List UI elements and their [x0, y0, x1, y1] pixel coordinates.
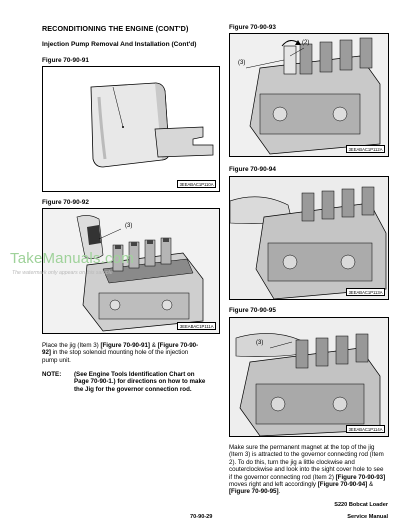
- right-paragraph: Make sure the permanent magnet at the to…: [229, 444, 386, 496]
- figure-93-label: Figure 70-90-93: [229, 24, 276, 31]
- figure-94-code: 3EEABAC1P113A: [346, 288, 385, 296]
- figure-95-image: (3) 3EEABAC1P114A: [229, 317, 389, 437]
- footer-model: S220 Bobcat Loader: [334, 502, 388, 508]
- figure-94-label: Figure 70-90-94: [229, 166, 276, 173]
- figure-95-code: 3EEABAC1P114A: [346, 425, 385, 433]
- watermark-title: TakeManuals.com: [10, 250, 134, 267]
- watermark-subtitle: The watermark only appears on this sampl…: [12, 270, 113, 276]
- footer-manual: Service Manual: [347, 514, 388, 520]
- note-text: (See Engine Tools Identification Chart o…: [74, 371, 206, 393]
- section-title: RECONDITIONING THE ENGINE (CONT'D): [42, 24, 189, 33]
- figure-93-code: 3EEABAC1P112A: [346, 145, 385, 153]
- figure-92-code: 3EEABAC1P111A: [177, 322, 216, 330]
- subsection-title: Injection Pump Removal And Installation …: [42, 41, 197, 48]
- figure-92-image: (3) 3EEABAC1P111A: [42, 208, 220, 334]
- figure-93-callout-2: (2): [302, 40, 310, 46]
- figure-92-callout: (3): [125, 223, 133, 229]
- note-label: NOTE:: [42, 371, 62, 378]
- figure-91-image: 3EEABAC1P110A: [42, 66, 220, 192]
- figure-95-callout: (3): [256, 340, 264, 346]
- figure-91-code: 3EEABAC1P110A: [177, 180, 216, 188]
- figure-93-image: (3) (2) 3EEABAC1P112A: [229, 33, 389, 157]
- left-paragraph: Place the jig (Item 3) [Figure 70-90-91]…: [42, 342, 199, 364]
- figure-95-label: Figure 70-90-95: [229, 307, 276, 314]
- footer-page-number: 70-90-29: [190, 514, 213, 520]
- figure-91-label: Figure 70-90-91: [42, 57, 89, 64]
- figure-94-image: 3EEABAC1P113A: [229, 176, 389, 300]
- figure-92-label: Figure 70-90-92: [42, 199, 89, 206]
- figure-93-callout-3: (3): [238, 60, 246, 66]
